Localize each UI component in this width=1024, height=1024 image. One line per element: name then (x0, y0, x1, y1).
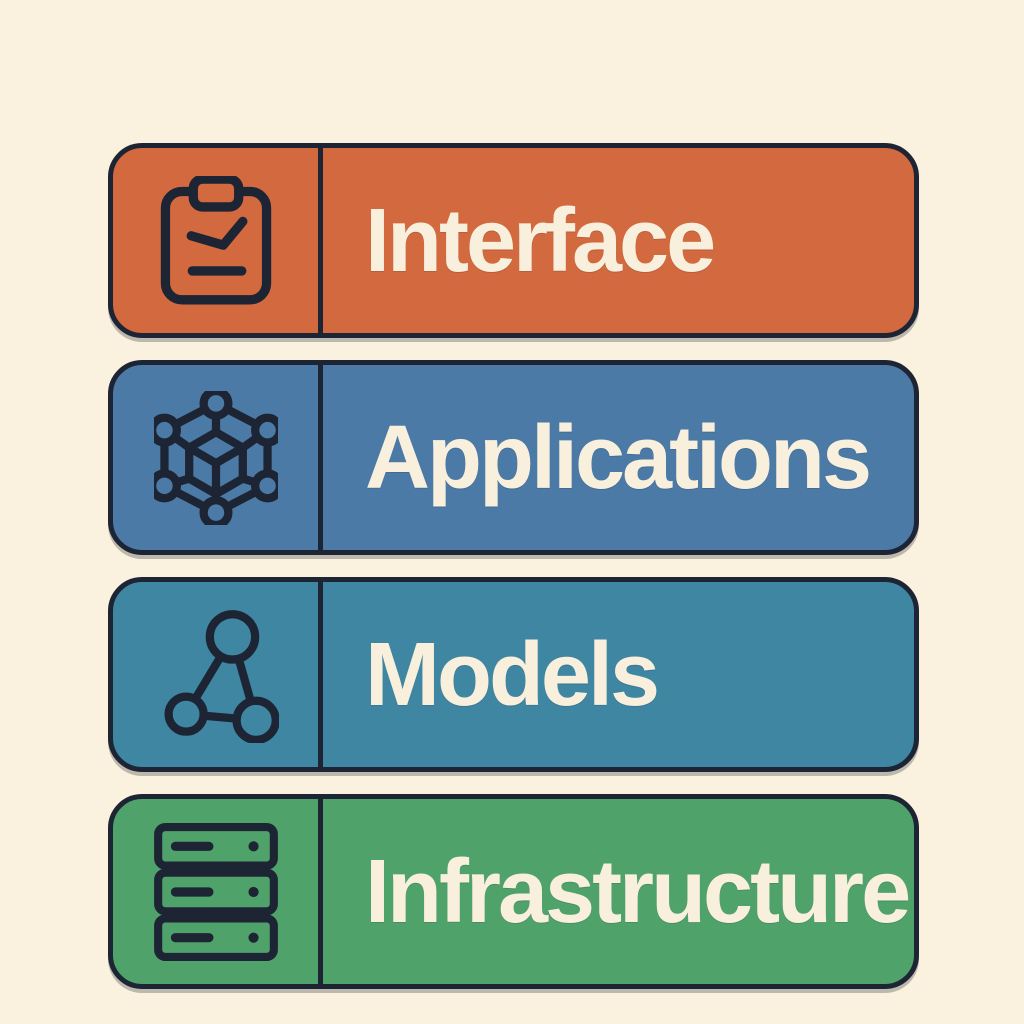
layer-icon-cell (113, 582, 318, 767)
layer-row-interface: Interface (108, 143, 919, 338)
row-divider (318, 365, 323, 550)
layer-row-models: Models (108, 577, 919, 772)
layer-icon-cell (113, 365, 318, 550)
clipboard-check-icon (160, 175, 271, 304)
triangle-network-icon (163, 609, 279, 743)
layer-label: Models (365, 624, 660, 725)
cube-network-icon (153, 390, 278, 525)
layer-label-cell: Models (323, 582, 914, 767)
row-divider (318, 148, 323, 333)
layer-label: Infrastructure (365, 841, 911, 942)
layer-row-applications: Applications (108, 360, 919, 555)
layer-label: Interface (365, 190, 716, 291)
layer-label-cell: Infrastructure (323, 799, 914, 984)
row-divider (318, 799, 323, 984)
layer-icon-cell (113, 799, 318, 984)
layer-label-cell: Interface (323, 148, 914, 333)
layer-row-infrastructure: Infrastructure (108, 794, 919, 989)
layer-stack: Interface (108, 143, 919, 989)
row-divider (318, 582, 323, 767)
layer-icon-cell (113, 148, 318, 333)
layer-label-cell: Applications (323, 365, 914, 550)
server-stack-icon (153, 822, 278, 961)
layer-label: Applications (365, 407, 872, 508)
